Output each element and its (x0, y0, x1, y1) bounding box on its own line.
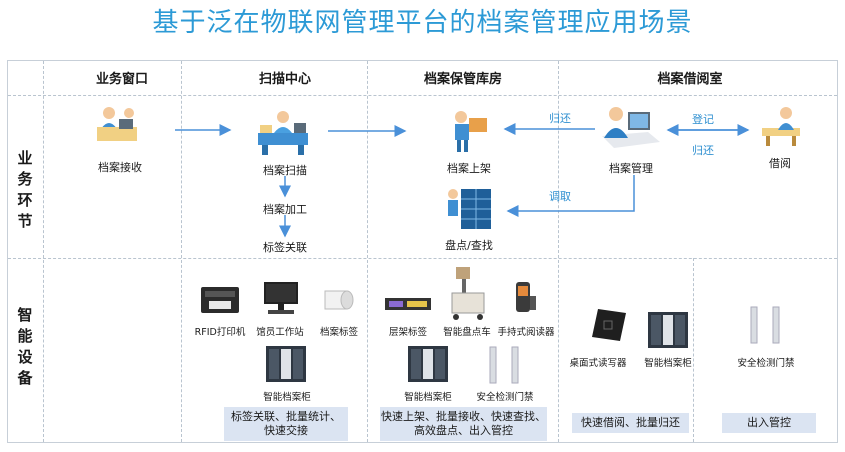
librarian-workstation-icon (264, 282, 298, 314)
diagram-frame (7, 60, 838, 443)
grid-divider (8, 95, 837, 96)
smart-cabinet-icon (648, 312, 688, 348)
column-header-reading-room: 档案借阅室 (657, 72, 723, 87)
inventory-cart-icon (451, 267, 485, 320)
column-header-storage: 档案保管库房 (423, 72, 502, 87)
node-receive: 档案接收 (98, 161, 142, 174)
rfid-printer-icon (201, 287, 239, 313)
node-manage: 档案管理 (609, 162, 653, 175)
device-rfid-printer: RFID打印机 (194, 327, 246, 338)
node-process: 档案加工 (263, 203, 307, 216)
shelf-label-icon (385, 298, 431, 310)
arrow-label-checkin: 登记 (692, 113, 714, 126)
summary-storage: 快速上架、批量接收、快速查找、高效盘点、出入管控 (380, 407, 547, 441)
arrow-label-retrieve: 调取 (549, 190, 571, 203)
row-header-devices: 智能 设备 (17, 306, 33, 387)
grid-divider (693, 258, 694, 442)
archive-label-icon (324, 290, 354, 310)
device-security-gate: 安全检测门禁 (737, 358, 795, 369)
device-workstation: 馆员工作站 (256, 327, 304, 338)
device-shelf-label: 层架标签 (388, 327, 427, 338)
smart-cabinet-icon (266, 346, 306, 382)
arrow-label-return-2: 归还 (692, 144, 714, 157)
node-inventory: 盘点/查找 (445, 239, 493, 252)
node-tag: 标签关联 (263, 241, 307, 254)
device-desktop-reader: 桌面式读写器 (569, 358, 627, 369)
node-scan: 档案扫描 (263, 164, 307, 177)
page-title: 基于泛在物联网管理平台的档案管理应用场景 (152, 8, 693, 38)
grid-divider (43, 61, 44, 442)
scan-station-icon (258, 111, 308, 155)
node-shelve: 档案上架 (447, 162, 491, 175)
device-security-gate-storage: 安全检测门禁 (476, 392, 534, 403)
node-borrow: 借阅 (769, 157, 791, 170)
archive-manager-icon (602, 107, 660, 148)
security-gate-icon (750, 306, 780, 344)
summary-gate: 出入管控 (722, 413, 816, 433)
shelving-worker-icon (455, 111, 487, 152)
grid-divider (367, 61, 368, 442)
inventory-shelves-icon (448, 189, 491, 229)
device-handheld-reader: 手持式阅读器 (497, 327, 555, 338)
summary-scan-center: 标签关联、批量统计、快速交接 (224, 407, 348, 441)
device-archive-label: 档案标签 (319, 327, 358, 338)
smart-cabinet-icon (408, 346, 448, 382)
arrow-label-return: 归还 (549, 112, 571, 125)
column-header-scan-center: 扫描中心 (258, 72, 311, 87)
receive-desk-icon (97, 107, 137, 141)
grid-divider (8, 258, 837, 259)
grid-divider (181, 61, 182, 442)
device-smart-cabinet-scan: 智能档案柜 (263, 392, 311, 403)
column-header-business-window: 业务窗口 (95, 72, 148, 87)
grid-divider (558, 61, 559, 442)
device-inventory-cart: 智能盘点车 (443, 327, 491, 338)
summary-reading: 快速借阅、批量归还 (572, 413, 689, 433)
handheld-reader-icon (516, 282, 536, 312)
device-smart-cabinet-storage: 智能档案柜 (404, 392, 452, 403)
row-header-business: 业务 环节 (17, 149, 33, 230)
desktop-reader-icon (592, 309, 626, 341)
reader-borrow-icon (762, 107, 800, 146)
device-smart-cabinet-reading: 智能档案柜 (644, 358, 692, 369)
security-gate-icon (489, 346, 519, 384)
